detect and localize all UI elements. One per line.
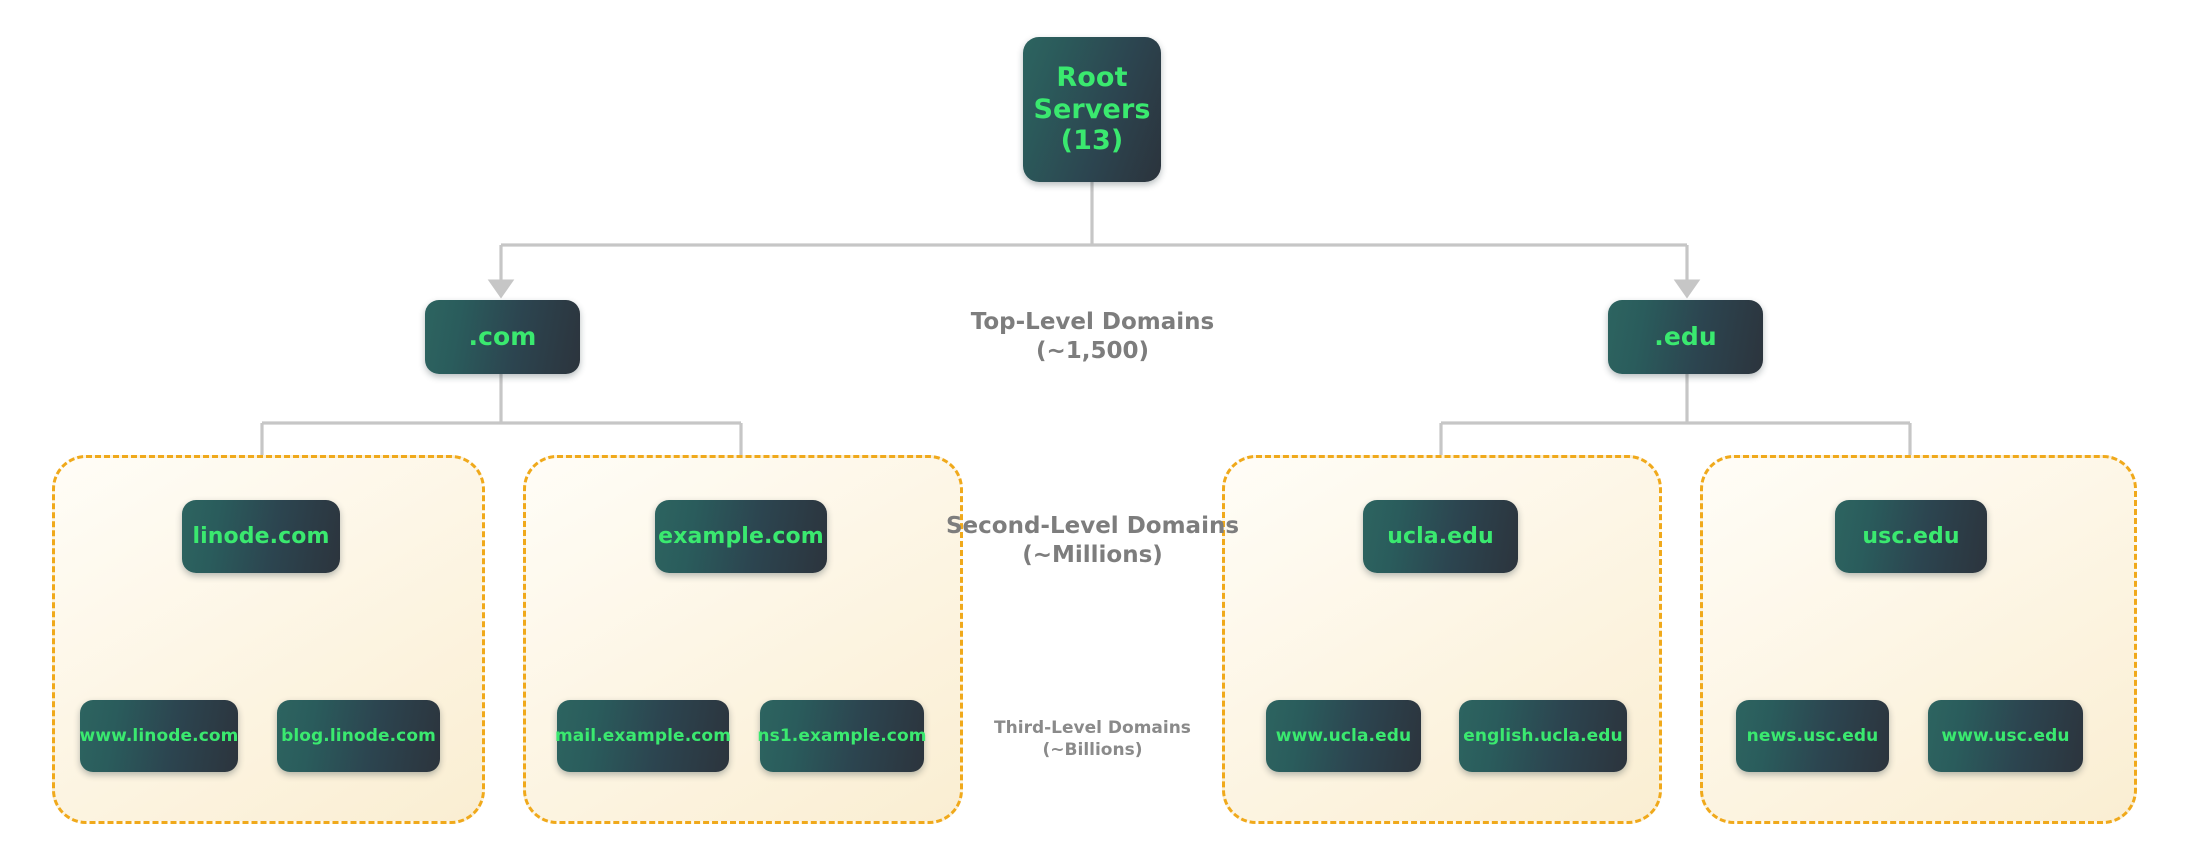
node-leaf-www-linode[interactable]: www.linode.com	[80, 700, 238, 772]
level-label-line1: Third-Level Domains	[994, 718, 1191, 738]
root-line-2: Servers	[1033, 93, 1151, 125]
node-leaf-www-ucla[interactable]: www.ucla.edu	[1266, 700, 1421, 772]
node-leaf-ns1-example[interactable]: ns1.example.com	[757, 700, 927, 772]
node-label: ucla.edu	[1387, 523, 1494, 549]
node-leaf-english-ucla[interactable]: english.ucla.edu	[1459, 700, 1627, 772]
node-sld-usc[interactable]: usc.edu	[1835, 500, 1987, 573]
node-label: .edu	[1654, 322, 1717, 352]
node-label: english.ucla.edu	[1463, 725, 1623, 746]
node-label: www.ucla.edu	[1275, 725, 1412, 746]
node-leaf-mail-example[interactable]: mail.example.com	[554, 700, 732, 772]
node-label: linode.com	[192, 523, 330, 549]
level-label-tld: Top-Level Domains (~1,500)	[880, 308, 1305, 367]
level-label-line1: Top-Level Domains	[970, 309, 1215, 335]
node-label: usc.edu	[1862, 523, 1960, 549]
node-leaf-www-usc[interactable]: www.usc.edu	[1928, 700, 2083, 772]
level-label-line2: (~Millions)	[1022, 542, 1163, 569]
node-label: news.usc.edu	[1746, 725, 1879, 746]
node-label: .com	[468, 322, 537, 352]
node-sld-linode[interactable]: linode.com	[182, 500, 340, 573]
level-label-line2: (~1,500)	[1035, 338, 1150, 365]
root-line-1: Root	[1056, 61, 1128, 93]
level-label-line2: (~Billions)	[1042, 739, 1143, 760]
node-sld-example[interactable]: example.com	[655, 500, 827, 573]
node-tld-com[interactable]: .com	[425, 300, 580, 374]
node-label: example.com	[658, 523, 824, 549]
level-label-sld: Second-Level Domains (~Millions)	[880, 512, 1305, 571]
node-root-servers[interactable]: Root Servers (13)	[1023, 37, 1161, 182]
level-label-line1: Second-Level Domains	[945, 513, 1240, 539]
node-label: ns1.example.com	[757, 725, 927, 746]
level-label-third: Third-Level Domains (~Billions)	[880, 718, 1305, 762]
node-sld-ucla[interactable]: ucla.edu	[1363, 500, 1518, 573]
node-label: blog.linode.com	[281, 725, 436, 746]
node-leaf-blog-linode[interactable]: blog.linode.com	[277, 700, 440, 772]
node-label: mail.example.com	[554, 725, 732, 746]
root-line-3: (13)	[1060, 125, 1124, 157]
node-tld-edu[interactable]: .edu	[1608, 300, 1763, 374]
node-leaf-news-usc[interactable]: news.usc.edu	[1736, 700, 1889, 772]
node-label: www.usc.edu	[1941, 725, 2070, 746]
node-label: www.linode.com	[79, 725, 239, 746]
